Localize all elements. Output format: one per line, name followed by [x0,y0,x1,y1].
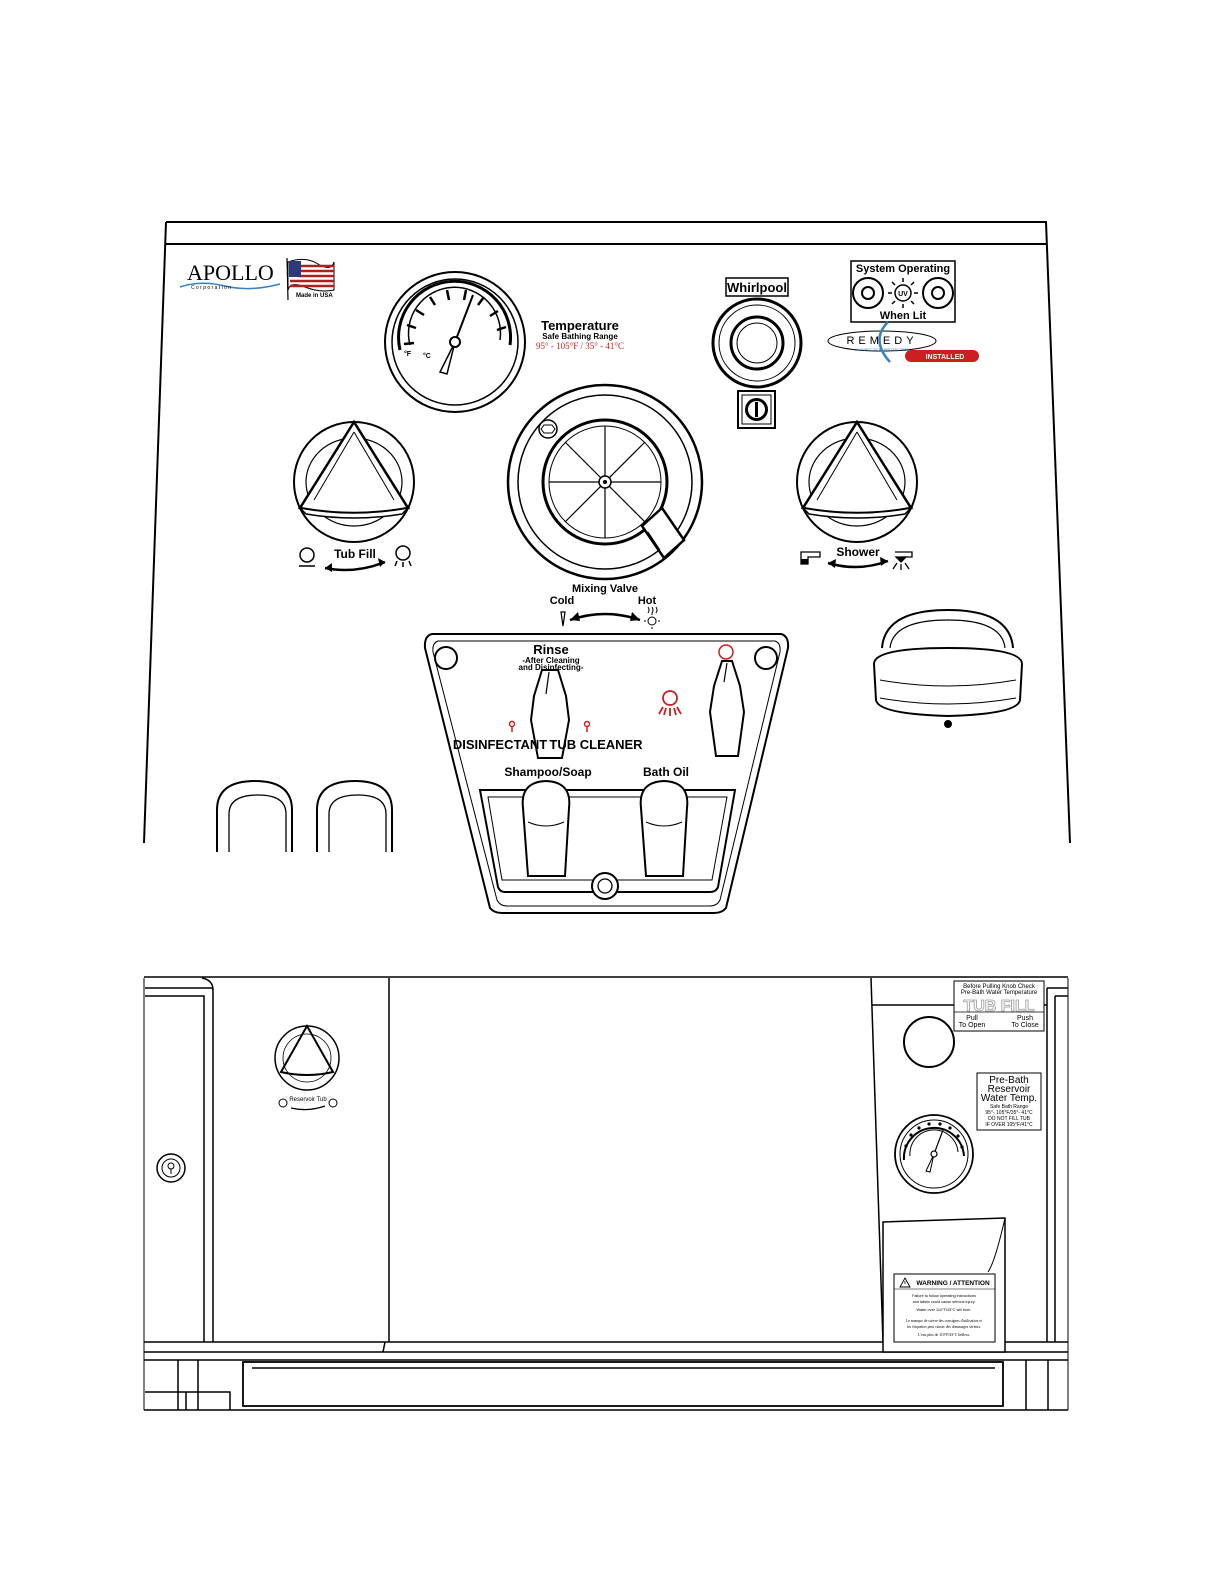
temperature-range: 95° - 105°F / 35° - 41°C [536,341,624,351]
warning-l6: L'eau plus de 110°F/43°C brûlera. [918,1333,970,1337]
bath-oil-lever[interactable] [639,779,689,877]
temperature-title: Temperature [541,318,619,333]
uv-sun-icon [888,278,918,308]
brand-sub: C o r p o r a t i o n [191,285,231,291]
whirlpool-label: Whirlpool [727,280,787,295]
warning-l1: Failure to follow operating instructions [912,1294,976,1298]
notice-line1: Before Pulling Knob Check [963,984,1036,990]
warning-triangle-icon [899,1277,911,1288]
disinfectant-label: DISINFECTANT [453,737,547,752]
uv-status-bottom: When Lit [880,310,927,322]
closed-icon [278,1098,288,1108]
notice-line2: Pre-Bath Water Temperature [961,990,1038,996]
warning-l5: les étiquettes peut causer des dommages … [907,1325,981,1329]
tub-fill-knob[interactable] [293,419,415,543]
warning-l2: and labels could cause serious injury. [913,1300,976,1304]
open-spray-icon [394,545,412,567]
mixing-valve-text: Mixing Valve [572,583,638,595]
top-control-panel [143,221,1071,844]
uv-center-label: UV [898,291,908,298]
apollo-logo: APOLLO C o r p o r a t i o n [179,260,281,291]
rt-line7: IF OVER 105°F/41°C [985,1122,1033,1128]
temperature-label: Temperature Safe Bathing Range 95° - 105… [536,318,624,351]
closed-icon [299,547,315,563]
rt-line4: Safe Bath Range [990,1104,1028,1110]
rinse-note-2: and Disinfecting- [519,663,584,672]
brand-name: APOLLO [187,260,274,285]
whirlpool-button[interactable] [729,315,785,371]
tub-fill-text: Tub Fill [334,547,376,561]
remedy-badge: INSTALLED [926,354,965,361]
shower-label: Shower [800,545,913,570]
push-label: Push [1017,1015,1033,1022]
dispenser-screw [591,872,619,900]
lock-icon[interactable] [156,1153,186,1183]
tub-cleaner-label: TUB CLEANER [549,737,643,752]
remedy-name: REMEDY [846,335,917,347]
reservoir-temp-gauge [894,1114,974,1194]
disinfectant-indicator: DISINFECTANT [453,720,547,752]
open-icon [328,1098,338,1108]
temperature-subtitle: Safe Bathing Range [542,332,618,341]
tub-cleaner-indicator: TUB CLEANER [549,720,643,752]
left-cap-2[interactable] [316,779,393,852]
tub-fill-label: Tub Fill [299,545,412,572]
push-sub: To Close [1011,1022,1038,1029]
reservoir-temp-label: Pre-Bath Reservoir Water Temp. Safe Bath… [976,1072,1042,1131]
spray-red-icon [658,690,682,716]
tub-fill-pull-knob[interactable] [903,1016,955,1068]
shower-head-icon [892,551,913,570]
rinse-note-1: -After Cleaning [522,656,579,665]
remedy-tagline: UV INFECTION PROTECTION [854,347,910,352]
hand-shower-holder[interactable] [872,608,1024,728]
remedy-logo: REMEDY UV INFECTION PROTECTION INSTALLED [827,321,979,363]
whirlpool-control: Whirlpool [711,277,803,429]
warning-l3: Water over 110°F/43°C will burn. [917,1308,972,1312]
rt-line5: 95°- 105°F/35°- 41°C [985,1110,1033,1116]
bath-oil-label: Bath Oil [643,765,689,779]
temperature-gauge: °F °C [384,271,526,413]
left-cap-1[interactable] [216,779,293,852]
shampoo-label: Shampoo/Soap [504,765,591,779]
red-indicator-icon [718,644,734,660]
rt-line6: DO NOT FILL TUB [988,1116,1031,1122]
shampoo-lever[interactable] [521,779,571,877]
rt-line1: Pre-Bath [989,1075,1028,1086]
warning-label: WARNING / ATTENTION Failure to follow op… [882,1217,1006,1353]
hot-label: Hot [638,595,657,607]
rt-line3: Water Temp. [981,1093,1037,1104]
reservoir-knob[interactable] [274,1023,340,1091]
warning-l4: Le manque de suivre des consignes d'util… [906,1319,983,1323]
gauge-c-label: °C [423,352,431,360]
notice-big: TUB FILL [963,998,1034,1015]
mixing-valve-label: Mixing Valve Cold Hot [550,583,660,629]
reservoir-label: Reservoir Tub [278,1097,338,1111]
shower-knob[interactable] [796,419,918,543]
uv-status-indicator: System Operating UV When Lit [850,260,956,323]
hot-icon [644,606,660,629]
tub-fill-notice: Before Pulling Knob Check Pre-Bath Water… [953,980,1045,1032]
rinse-lever[interactable]: Rinse -After Cleaning and Disinfecting- [519,642,584,759]
spray-lever[interactable] [708,644,746,757]
faucet-icon [800,551,821,565]
us-flag-icon: Made in USA [286,257,335,301]
reservoir-text: Reservoir Tub [289,1097,327,1103]
uv-status-top: System Operating [856,263,950,275]
gauge-f-label: °F [404,350,412,358]
pull-sub: To Open [959,1022,986,1029]
made-in-label: Made in USA [296,293,333,299]
mixing-valve[interactable] [506,383,704,581]
rt-line2: Reservoir [988,1084,1031,1095]
pull-label: Pull [966,1015,978,1022]
shower-text: Shower [836,545,880,559]
warning-title: WARNING / ATTENTION [916,1280,990,1287]
cold-label: Cold [550,595,574,607]
rinse-label: Rinse [533,642,568,657]
cold-icon [560,611,566,627]
power-icon [745,398,768,421]
